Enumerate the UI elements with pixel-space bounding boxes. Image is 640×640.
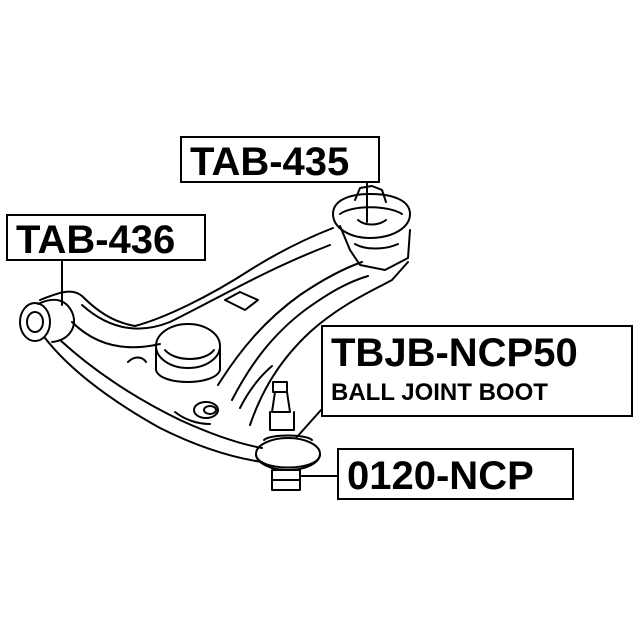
callout-tbjb-ncp50: TBJB-NCP50 BALL JOINT BOOT [321, 325, 633, 417]
rear-arm-inner [231, 275, 369, 401]
arm-ridge-1 [81, 244, 331, 330]
callout-tab-436: TAB-436 [6, 214, 206, 261]
part-number-tbjb-ncp50: TBJB-NCP50 [331, 331, 578, 375]
rear-arm-web [239, 365, 273, 409]
part-number-tab-436: TAB-436 [16, 218, 176, 262]
callout-0120-ncp: 0120-NCP [337, 448, 574, 500]
rear-bushing [332, 185, 411, 271]
part-description-ball-joint-boot: BALL JOINT BOOT [331, 379, 548, 406]
part-number-tab-435: TAB-435 [190, 140, 350, 184]
arm-detail-1 [224, 291, 259, 311]
leader-tbjb [295, 409, 322, 439]
rear-arm-edge [249, 261, 409, 426]
arm-detail-3 [174, 411, 211, 425]
part-number-0120-ncp: 0120-NCP [347, 454, 534, 498]
arm-ridge-2 [71, 321, 161, 349]
callout-tab-435: TAB-435 [180, 136, 380, 183]
front-bushing [19, 298, 75, 343]
arm-boss [155, 323, 221, 419]
arm-lower-edge [44, 337, 263, 463]
arm-lower-inner [59, 339, 263, 449]
ball-joint [255, 381, 321, 491]
arm-detail-2 [127, 356, 147, 363]
rear-arm-outer [217, 261, 363, 386]
arm-upper-edge [39, 227, 334, 327]
